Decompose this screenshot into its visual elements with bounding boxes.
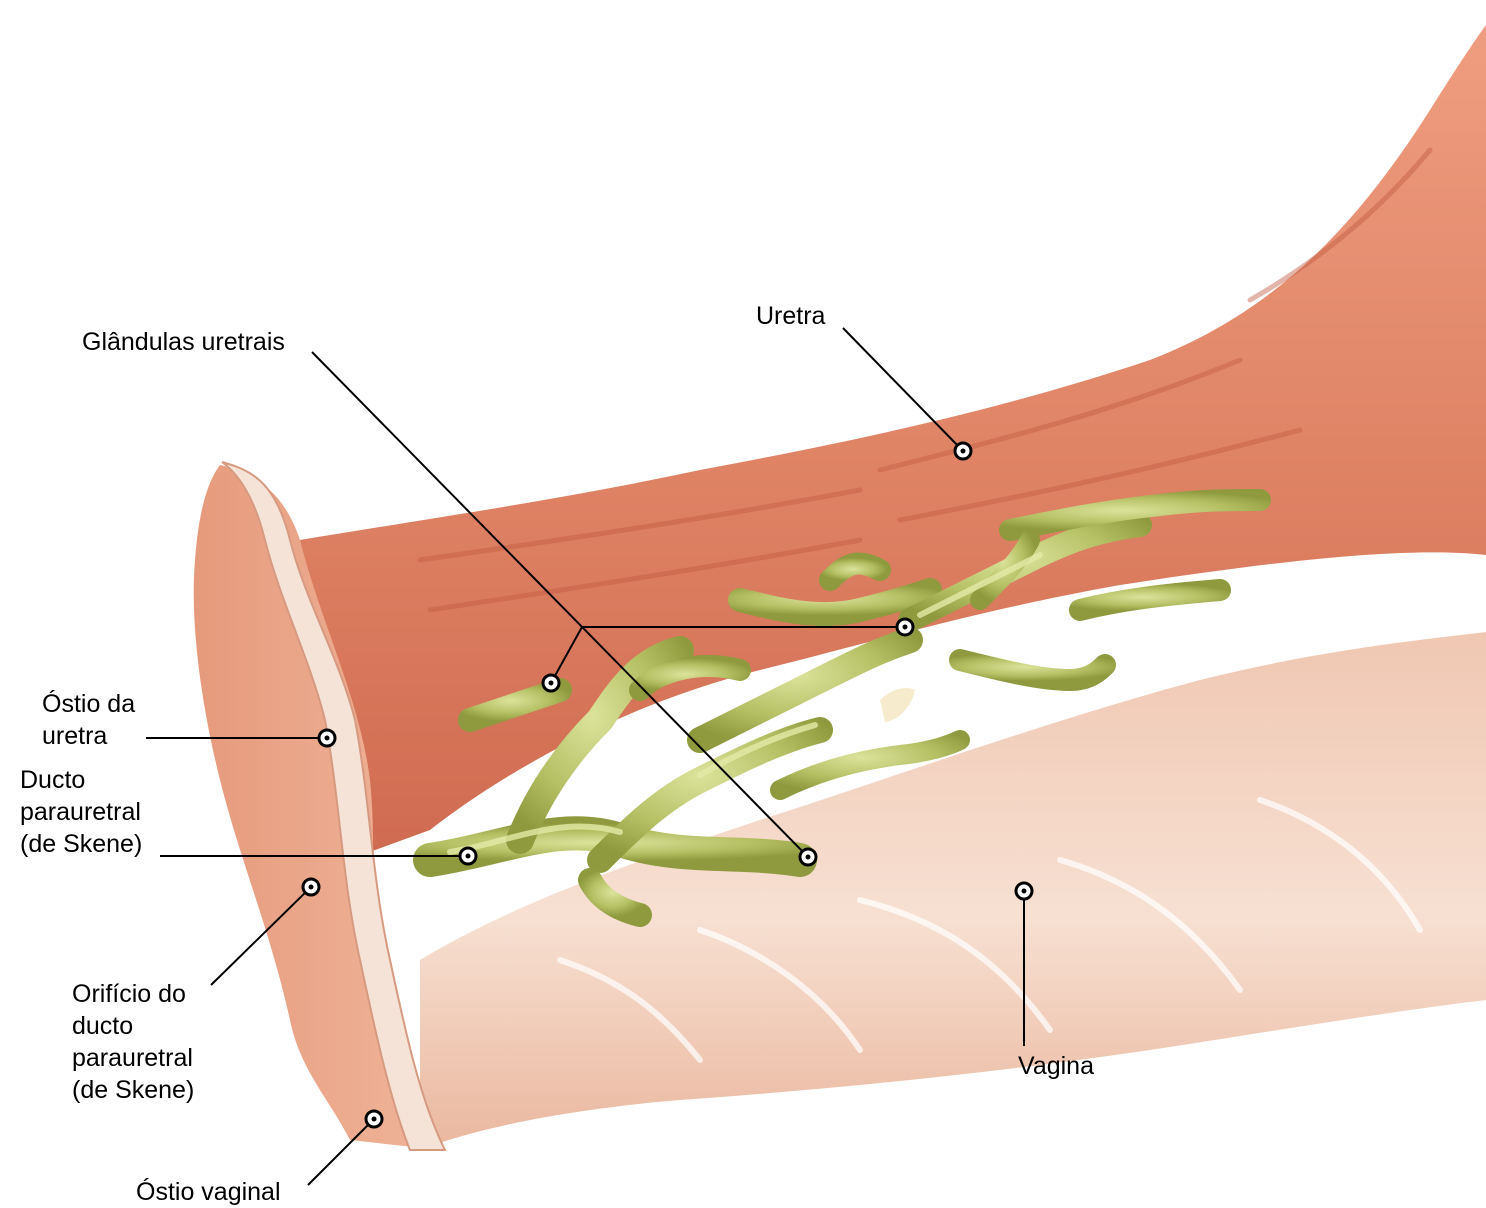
marker-glandula-upper [897,619,913,635]
label-ostio-da-uretra: Óstio da uretra [42,688,135,752]
marker-vagina [1016,883,1032,899]
label-uretra: Uretra [756,300,825,332]
marker-glandula-small [543,675,559,691]
label-ducto-parauretral: Ducto parauretral (de Skene) [20,764,142,860]
label-vagina: Vagina [1018,1050,1094,1082]
gland-fragment [880,688,915,722]
marker-orificio [303,879,319,895]
label-glandulas-uretrais: Glândulas uretrais [82,326,285,358]
label-ostio-vaginal: Óstio vaginal [136,1176,281,1208]
marker-uretra [955,443,971,459]
marker-ostio-vaginal [366,1111,382,1127]
marker-ostio-uretra [319,730,335,746]
marker-glandula-lower [800,849,816,865]
marker-ducto [460,848,476,864]
label-orificio-do-ducto: Orifício do ducto parauretral (de Skene) [72,978,194,1106]
leader-ostio-vaginal [308,1119,374,1185]
